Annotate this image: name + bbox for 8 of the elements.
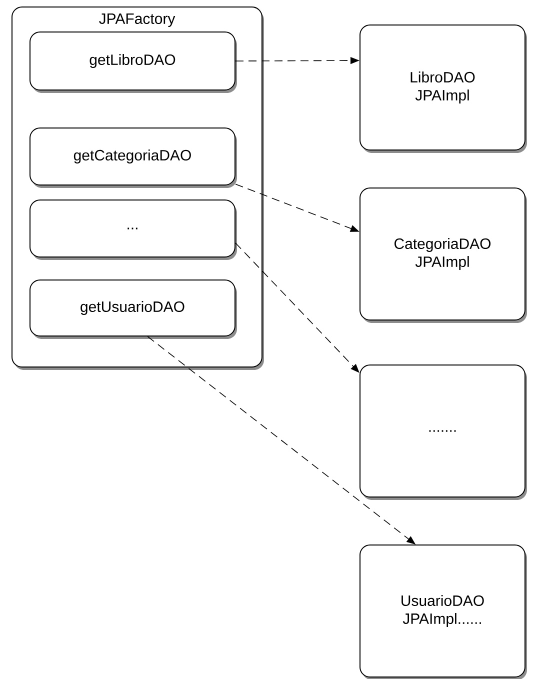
implementation-box: UsuarioDAO JPAImpl......	[360, 544, 527, 679]
method-box: ...	[30, 200, 237, 260]
method-box: getLibroDAO	[30, 32, 237, 93]
method-box: getUsuarioDAO	[30, 280, 237, 339]
implementation-box: LibroDAO JPAImpl	[360, 24, 527, 153]
method-box: getCategoriaDAO	[30, 128, 237, 188]
implementation-box: .......	[360, 364, 527, 500]
implementation-box: CategoriaDAO JPAImpl	[360, 188, 527, 323]
